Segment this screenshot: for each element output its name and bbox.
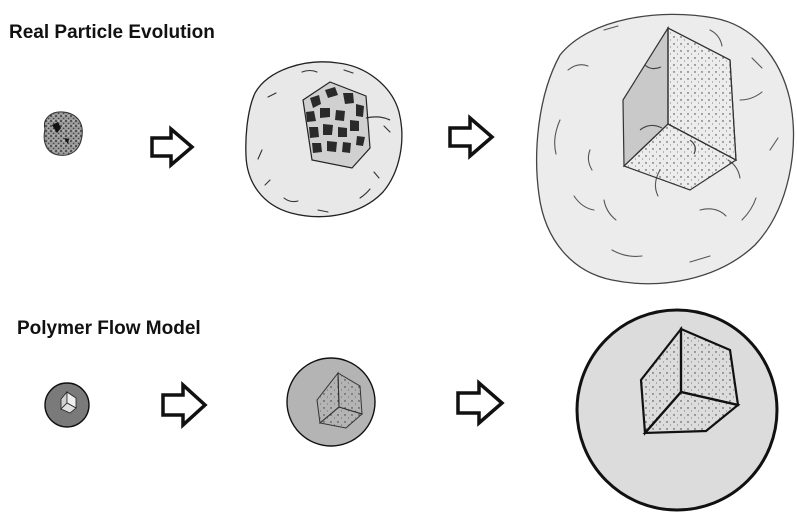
model-particle-small: [44, 382, 90, 428]
arrow-right-icon: [456, 379, 505, 427]
arrow-right-icon: [448, 114, 495, 160]
model-particle-medium: [286, 357, 376, 447]
real-particle-large: [536, 13, 795, 285]
row-title-real-particle: Real Particle Evolution: [9, 22, 215, 43]
real-particle-medium: [245, 61, 403, 218]
arrow-right-icon: [150, 125, 195, 169]
row-title-polymer-flow: Polymer Flow Model: [17, 318, 201, 339]
arrow-right-icon: [161, 381, 208, 429]
model-particle-large: [575, 308, 779, 512]
real-particle-small: [43, 111, 83, 156]
